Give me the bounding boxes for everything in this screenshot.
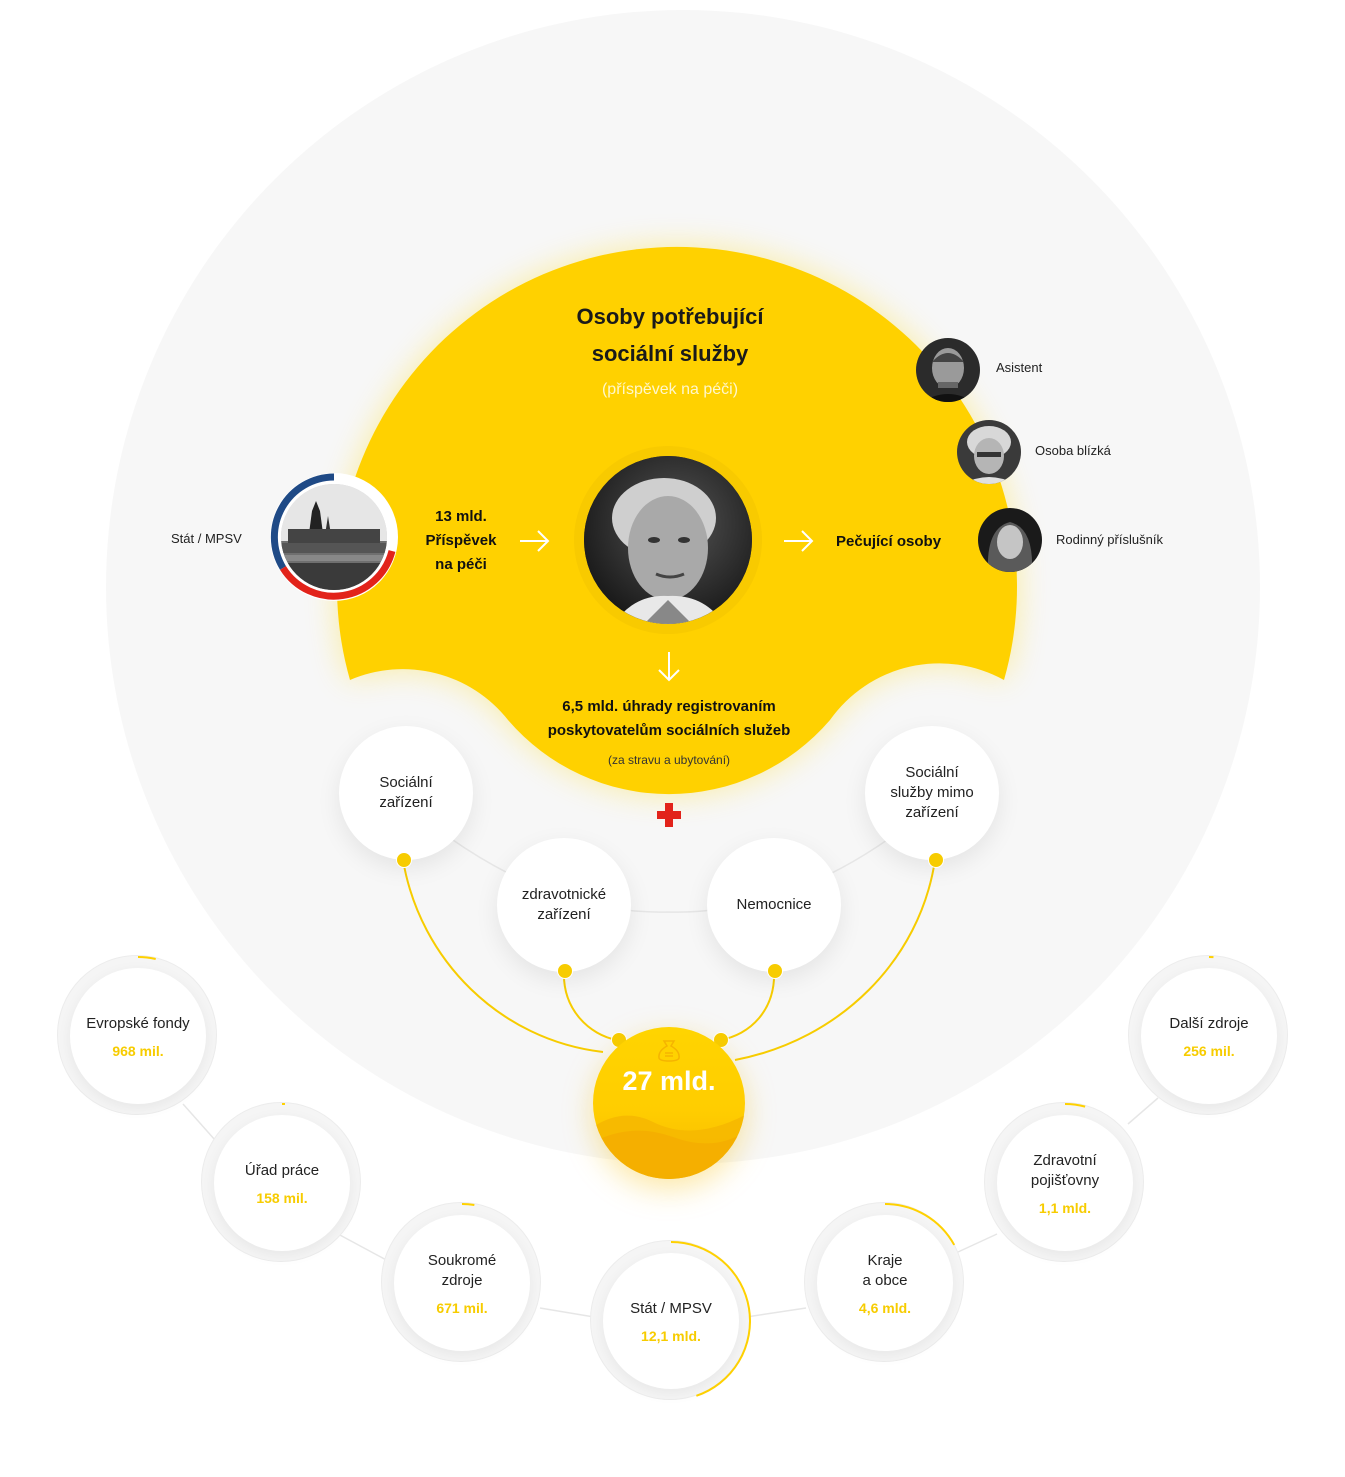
fund-share-arc <box>1064 1103 1086 1108</box>
service-health-facility: zdravotnické zařízení <box>497 838 631 972</box>
carers-label: Pečující osoby <box>836 533 942 550</box>
fund-labour-office: Úřad práce 158 mil. <box>201 1102 361 1262</box>
fund-eu: Evropské fondy 968 mil. <box>57 955 217 1115</box>
osoba-blizka-label: Osoba blízká <box>1035 443 1111 458</box>
service-line: zařízení <box>379 794 433 811</box>
care-allowance-amount: 13 mld. <box>435 508 487 525</box>
connector-dot <box>767 963 783 979</box>
fund-share-arc <box>1208 956 1214 959</box>
fund-value: 671 mil. <box>436 1299 488 1316</box>
service-line: zařízení <box>905 804 959 821</box>
fund-private: Soukromé zdroje 671 mil. <box>381 1202 541 1362</box>
fund-name: Stát / MPSV <box>630 1299 712 1317</box>
fund-name-line2: zdroje <box>441 1271 483 1289</box>
fund-value: 968 mil. <box>112 1042 164 1059</box>
money-bag-icon <box>658 1040 680 1062</box>
center-title-line1: Osoby potřebující <box>576 304 764 329</box>
connector-dot <box>557 963 573 979</box>
fund-name-line2: pojišťovny <box>1030 1171 1100 1189</box>
fund-value: 12,1 mld. <box>641 1327 701 1344</box>
connector-dot <box>396 852 412 868</box>
fund-share-arc <box>461 1203 475 1206</box>
red-cross-icon <box>657 803 681 827</box>
service-line: služby mimo <box>890 784 974 801</box>
arrow-down-icon <box>658 652 680 682</box>
care-allowance-flow: 13 mld. Příspěvek na péči <box>411 505 511 577</box>
rodinny-prislusnik-label: Rodinný příslušník <box>1056 532 1163 547</box>
fund-value: 256 mil. <box>1183 1042 1235 1059</box>
service-line: Sociální <box>379 774 433 791</box>
center-subtitle: (příspěvek na péči) <box>601 381 739 398</box>
rodinny-prislusnik-portrait <box>978 508 1042 572</box>
total-budget-value: 27 mld. <box>622 1066 716 1096</box>
care-allowance-line2: Příspěvek <box>425 532 497 549</box>
fund-name: Další zdroje <box>1169 1014 1249 1032</box>
fund-value: 1,1 mld. <box>1038 1199 1092 1216</box>
fund-share-arc-path <box>884 1203 956 1246</box>
service-social-outside-facility: Sociální služby mimo zařízení <box>865 726 999 860</box>
fund-name: Zdravotní <box>1033 1151 1097 1169</box>
arrow-right-icon <box>520 530 550 552</box>
providers-payment-flow: 6,5 mld. úhrady registrovaním poskytovat… <box>519 695 819 743</box>
state-label: Stát / MPSV <box>171 531 242 546</box>
fund-value: 4,6 mld. <box>858 1299 912 1316</box>
osoba-blizka-portrait <box>957 420 1021 484</box>
fund-name: Evropské fondy <box>86 1014 190 1032</box>
fund-name: Kraje <box>867 1251 903 1269</box>
fund-state: Stát / MPSV 12,1 mld. <box>590 1240 751 1400</box>
service-hospital: Nemocnice <box>707 838 841 972</box>
providers-flow-line2: poskytovatelům sociálních služeb <box>547 722 791 739</box>
center-title: Osoby potřebující sociální služby <box>520 298 820 372</box>
service-line: Sociální <box>905 764 959 781</box>
connector-dot <box>928 852 944 868</box>
care-allowance-line3: na péči <box>435 556 487 573</box>
elderly-woman-portrait <box>584 456 752 624</box>
fund-regions: Kraje a obce 4,6 mld. <box>804 1202 964 1362</box>
asistent-portrait <box>916 338 980 402</box>
service-social-facility: Sociální zařízení <box>339 726 473 860</box>
service-line: zařízení <box>537 906 591 923</box>
center-title-line2: sociální služby <box>591 341 749 366</box>
fund-share-arc <box>137 956 156 960</box>
fund-share-arc <box>281 1103 286 1106</box>
providers-flow-line1: 6,5 mld. úhrady registrovaním <box>562 698 776 715</box>
fund-share-arc-path <box>461 1203 475 1206</box>
prague-castle-portrait <box>270 473 398 601</box>
fund-other: Další zdroje 256 mil. <box>1128 955 1288 1115</box>
providers-flow-note: (za stravu a ubytování) <box>607 753 731 767</box>
fund-share-arc <box>884 1203 956 1246</box>
fund-health-insurance: Zdravotní pojišťovny 1,1 mld. <box>984 1102 1144 1262</box>
fund-name-line2: a obce <box>862 1271 908 1289</box>
fund-name: Soukromé <box>427 1251 497 1269</box>
fund-share-arc-path <box>670 1241 751 1397</box>
asistent-label: Asistent <box>996 360 1043 375</box>
arrow-right-icon <box>784 530 814 552</box>
fund-share-arc-path <box>137 956 156 960</box>
service-line: zdravotnické <box>521 886 607 903</box>
fund-value: 158 mil. <box>256 1189 308 1206</box>
service-line: Nemocnice <box>736 896 812 913</box>
fund-share-arc-path <box>1064 1103 1086 1108</box>
fund-name: Úřad práce <box>244 1161 320 1179</box>
fund-share-arc <box>670 1241 751 1397</box>
